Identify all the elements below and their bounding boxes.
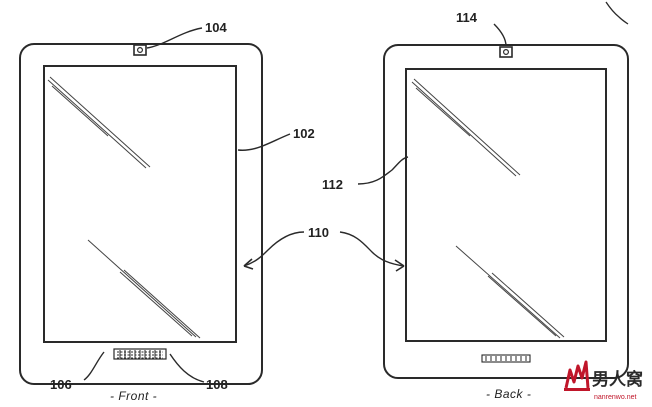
leader-102 [237, 133, 291, 151]
speaker-grille-icon [481, 354, 531, 363]
ref-102: 102 [293, 126, 315, 141]
arrow-110-left [243, 231, 305, 267]
leader-108 [169, 353, 205, 383]
camera-icon [499, 46, 513, 58]
back-display [405, 68, 607, 342]
ref-114: 114 [456, 10, 478, 25]
front-display-glare-top [47, 76, 151, 169]
watermark: 男人窝 nanrenwo.net [564, 360, 643, 401]
front-device-body [19, 43, 263, 385]
arrowhead-left [243, 258, 254, 270]
nrw-logo-icon [564, 360, 590, 391]
leader-114 [493, 23, 507, 47]
leader-106 [83, 351, 105, 381]
leader-104 [146, 27, 203, 49]
edges-callout: 110 [243, 225, 405, 272]
corner-squiggle [605, 1, 629, 25]
arrowhead-right [394, 259, 405, 272]
back-display-glare-top [411, 78, 521, 177]
camera-icon [133, 44, 147, 56]
back-caption: - Back - [486, 387, 531, 401]
speaker-grille-icon [113, 348, 167, 360]
ref-106: 106 [50, 377, 72, 392]
ref-112: 112 [322, 177, 343, 192]
front-caption: - Front - [110, 389, 157, 403]
front-display-glare-bottom [87, 239, 201, 339]
ref-110: 110 [308, 225, 329, 240]
leader-112 [357, 156, 409, 185]
back-device-body [383, 44, 629, 379]
ref-104: 104 [205, 20, 227, 35]
arrow-110-right [339, 231, 405, 267]
back-device: 114 112 - Back - [322, 10, 629, 401]
watermark-url: nanrenwo.net [594, 394, 636, 401]
front-display [43, 65, 237, 343]
watermark-brand: 男人窝 [592, 369, 643, 389]
back-display-glare-bottom [455, 245, 565, 339]
front-device: 104 102 106 108 - Front - [19, 20, 315, 403]
ref-108: 108 [206, 377, 228, 392]
